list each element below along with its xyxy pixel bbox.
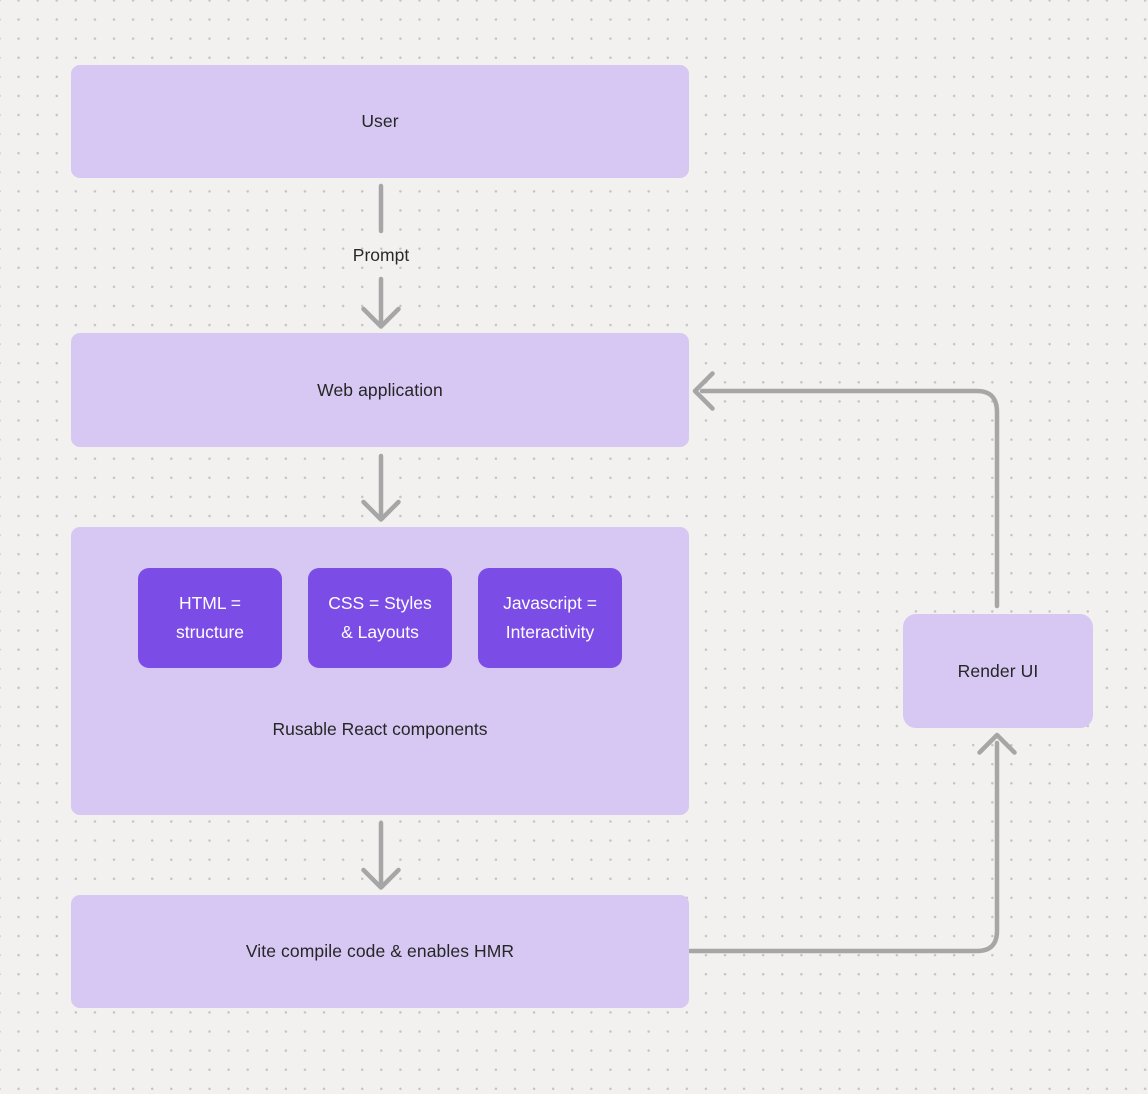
chip-javascript-line2: Interactivity [505, 622, 595, 642]
chip-css-line2: & Layouts [341, 622, 419, 642]
node-vite-label: Vite compile code & enables HMR [245, 941, 515, 961]
edge-components-to-vite-arrow [361, 820, 401, 890]
node-render-ui: Render UI [903, 614, 1093, 728]
chip-html-line1: HTML = [178, 593, 242, 613]
edge-webapp-to-components-arrow [361, 453, 401, 522]
chip-javascript: Javascript = Interactivity [478, 568, 622, 668]
chip-html-line2: structure [175, 622, 245, 642]
edge-vite-to-render-ui-arrow [687, 732, 1017, 954]
node-user: User [71, 65, 689, 178]
chip-html: HTML = structure [138, 568, 282, 668]
chip-css: CSS = Styles & Layouts [308, 568, 452, 668]
node-render-ui-label: Render UI [957, 660, 1039, 681]
edge-user-to-webapp-arrow [361, 276, 401, 329]
components-group-caption: Rusable React components [272, 719, 488, 739]
node-vite: Vite compile code & enables HMR [71, 895, 689, 1008]
edge-render-ui-to-webapp-arrow [692, 371, 1000, 609]
chip-javascript-line1: Javascript = [503, 593, 597, 613]
node-web-application: Web application [71, 333, 689, 447]
chip-css-line1: CSS = Styles [328, 593, 432, 613]
node-web-application-label: Web application [317, 379, 443, 400]
edge-label-prompt: Prompt [352, 245, 410, 265]
node-user-label: User [361, 111, 399, 131]
